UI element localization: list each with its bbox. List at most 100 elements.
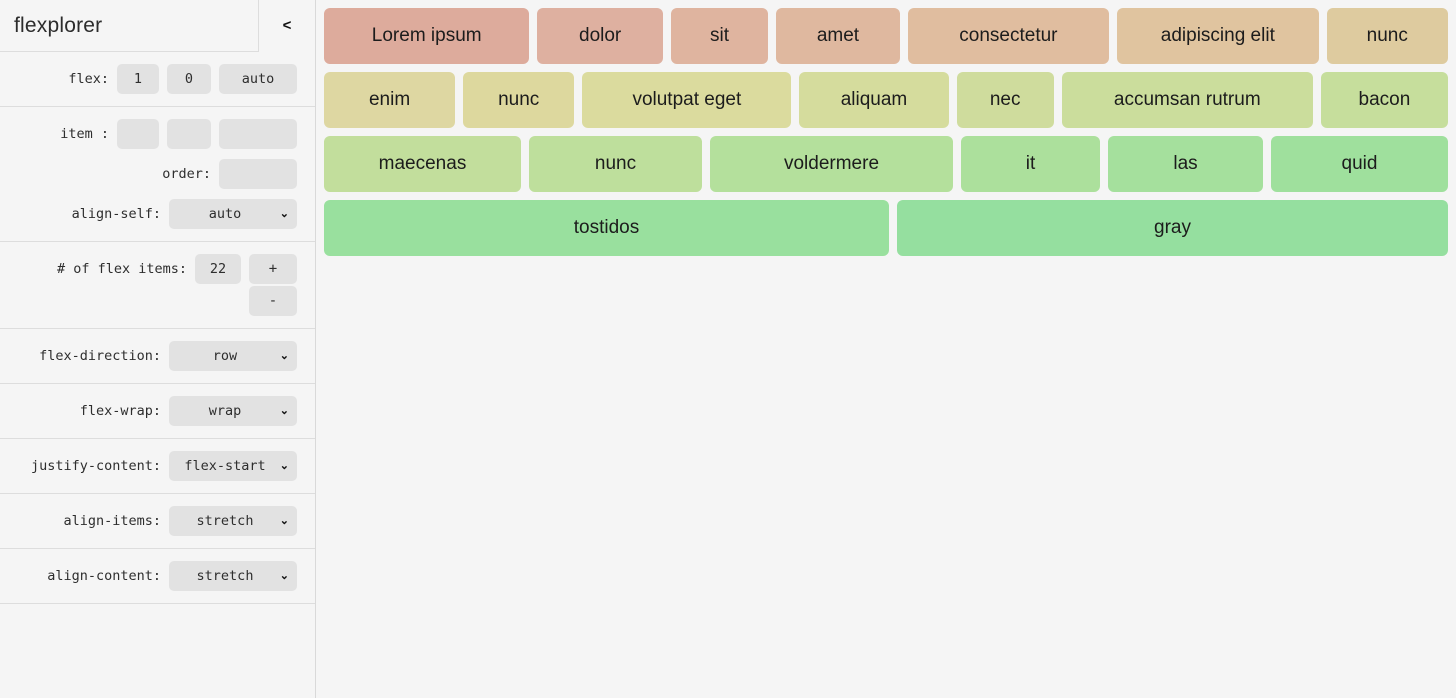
control-label: justify-content:: [30, 458, 161, 474]
increment-button[interactable]: +: [249, 254, 297, 284]
flex-direction-select[interactable]: row: [169, 341, 297, 371]
sidebar-section-align-items: align-items: stretch⌄: [0, 494, 315, 549]
flex-basis[interactable]: [219, 64, 297, 94]
flex-item-label: amet: [816, 25, 860, 46]
control-label: # of flex items:: [56, 261, 187, 277]
flex-item-label: bacon: [1358, 89, 1411, 110]
flex-item-label: it: [1025, 153, 1036, 174]
sidebar: flexplorer < flex: item : order: align-self…: [0, 0, 316, 698]
flex-item-label: dolor: [579, 25, 622, 46]
flex-container: Lorem ipsum dolor sit amet consectetur adipis…: [324, 8, 1456, 264]
sidebar-section-align-content: align-content: stretch⌄: [0, 549, 315, 604]
align-content-select[interactable]: stretch: [169, 561, 297, 591]
stepper-group: +-: [249, 254, 297, 316]
app-title: flexplorer: [14, 13, 103, 37]
flex-item-label: nunc: [498, 89, 540, 110]
item-flex-grow[interactable]: [117, 119, 159, 149]
control-row: justify-content: flex-start⌄: [0, 451, 315, 481]
select-wrapper: flex-start⌄: [169, 451, 297, 481]
control-row: align-items: stretch⌄: [0, 506, 315, 536]
flex-item[interactable]: Lorem ipsum: [324, 8, 530, 64]
flex-item[interactable]: tostidos: [324, 200, 889, 256]
control-label: item :: [60, 126, 109, 142]
order-input[interactable]: [219, 159, 297, 189]
flex-item[interactable]: quid: [1271, 136, 1448, 192]
flex-item[interactable]: bacon: [1320, 72, 1448, 128]
flex-item-label: quid: [1341, 153, 1378, 174]
flex-item[interactable]: sit: [670, 8, 769, 64]
flex-item[interactable]: voldermere: [710, 136, 953, 192]
control-row: flex:: [0, 64, 315, 94]
align-self-select[interactable]: auto: [169, 199, 297, 229]
chevron-left-icon[interactable]: <: [258, 0, 315, 52]
flex-item-label: nunc: [1366, 25, 1408, 46]
flex-item[interactable]: maecenas: [324, 136, 521, 192]
select-wrapper: row⌄: [169, 341, 297, 371]
flex-item-count-input[interactable]: [195, 254, 241, 284]
flex-item[interactable]: nunc: [1326, 8, 1448, 64]
flex-item[interactable]: las: [1108, 136, 1263, 192]
sidebar-controls: flex: item : order: align-self: auto⌄ # of fl…: [0, 52, 315, 604]
flex-item[interactable]: accumsan rutrum: [1061, 72, 1313, 128]
flex-item-label: nunc: [594, 153, 637, 174]
flex-item[interactable]: aliquam: [799, 72, 949, 128]
control-row: flex-wrap: wrap⌄: [0, 396, 315, 426]
flex-item[interactable]: amet: [776, 8, 900, 64]
control-row: order:: [0, 159, 315, 189]
flex-item-label: voldermere: [783, 153, 880, 174]
flex-wrap-select[interactable]: wrap: [169, 396, 297, 426]
flex-item[interactable]: dolor: [537, 8, 663, 64]
flex-item[interactable]: nec: [956, 72, 1054, 128]
control-row: align-content: stretch⌄: [0, 561, 315, 591]
item-flex-basis[interactable]: [219, 119, 297, 149]
flex-item-label: Lorem ipsum: [371, 25, 482, 46]
align-items-select[interactable]: stretch: [169, 506, 297, 536]
flex-item[interactable]: enim: [324, 72, 456, 128]
flex-item-label: gray: [1154, 217, 1191, 238]
flex-item-label: enim: [368, 89, 411, 110]
control-label: flex:: [68, 71, 109, 87]
flex-item-label: consectetur: [959, 25, 1058, 46]
control-label: flex-direction:: [39, 348, 161, 364]
flex-item-label: accumsan rutrum: [1113, 89, 1261, 110]
control-row: flex-direction: row⌄: [0, 341, 315, 371]
flex-item[interactable]: consectetur: [907, 8, 1110, 64]
flex-item[interactable]: nunc: [529, 136, 702, 192]
flex-item[interactable]: gray: [897, 200, 1448, 256]
flex-item-label: nec: [989, 89, 1021, 110]
sidebar-section-flex-wrap: flex-wrap: wrap⌄: [0, 384, 315, 439]
flex-item[interactable]: volutpat eget: [582, 72, 792, 128]
select-wrapper: wrap⌄: [169, 396, 297, 426]
control-label: align-self:: [71, 206, 161, 222]
control-label: align-content:: [47, 568, 161, 584]
flex-item[interactable]: nunc: [463, 72, 575, 128]
sidebar-section-item-count: # of flex items: +-: [0, 242, 315, 329]
flex-item-label: las: [1173, 153, 1198, 174]
sidebar-header: flexplorer <: [0, 0, 315, 52]
control-label: flex-wrap:: [79, 403, 161, 419]
sidebar-section-justify-content: justify-content: flex-start⌄: [0, 439, 315, 494]
flex-grow[interactable]: [117, 64, 159, 94]
sidebar-section-flex-direction: flex-direction: row⌄: [0, 329, 315, 384]
flex-item-label: maecenas: [378, 153, 467, 174]
select-wrapper: stretch⌄: [169, 506, 297, 536]
flex-item-label: volutpat eget: [632, 89, 742, 110]
select-wrapper: auto⌄: [169, 199, 297, 229]
flex-item[interactable]: it: [961, 136, 1100, 192]
item-flex-shrink[interactable]: [167, 119, 211, 149]
flex-item-label: sit: [710, 25, 730, 46]
flex-item[interactable]: adipiscing elit: [1117, 8, 1319, 64]
sidebar-section-flex-shorthand: flex:: [0, 52, 315, 107]
select-wrapper: stretch⌄: [169, 561, 297, 591]
flex-item-label: aliquam: [840, 89, 908, 110]
justify-content-select[interactable]: flex-start: [169, 451, 297, 481]
main-content: Lorem ipsum dolor sit amet consectetur adipis…: [316, 0, 1456, 698]
control-label: align-items:: [63, 513, 161, 529]
decrement-button[interactable]: -: [249, 286, 297, 316]
control-label: order:: [162, 166, 211, 182]
sidebar-section-item-properties: item : order: align-self: auto⌄: [0, 107, 315, 242]
control-row: item :: [0, 119, 315, 149]
flex-shrink[interactable]: [167, 64, 211, 94]
flex-item-label: tostidos: [573, 217, 640, 238]
